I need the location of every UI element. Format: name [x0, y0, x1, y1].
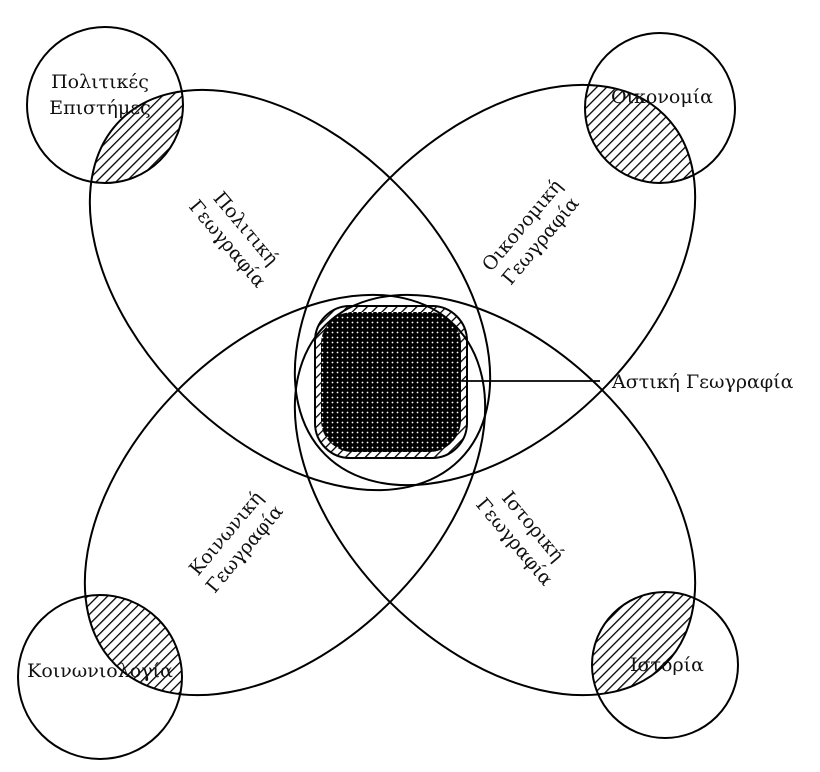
economics-label: Οικονομία — [611, 86, 713, 108]
history-label: Ιστορία — [630, 654, 704, 676]
political-science-label-1: Πολιτικές — [51, 71, 149, 93]
social-geography-ellipse — [8, 218, 562, 772]
social-geography-label: Κοινωνική Γεωγραφία — [185, 487, 288, 597]
sociology-circle — [17, 594, 183, 760]
economics-circle — [584, 32, 736, 184]
urban-geography-label: Αστική Γεωγραφία — [611, 371, 794, 393]
political-geography-label: Πολιτική Γεωγραφία — [184, 188, 282, 293]
economic-geography-label: Οικονομική Γεωγραφία — [478, 175, 584, 289]
urban-geography-outline — [314, 305, 468, 459]
political-science-circle — [26, 26, 184, 184]
historical-geography-ellipse — [218, 218, 772, 772]
urban-geography-core — [321, 312, 461, 452]
history-circle — [591, 591, 739, 739]
political-science-label-2: Επιστήμες — [49, 97, 151, 119]
historical-geography-label: Ιστορική Γεωγραφία — [471, 487, 568, 590]
sociology-label: Κοινωνιολογία — [27, 660, 173, 682]
